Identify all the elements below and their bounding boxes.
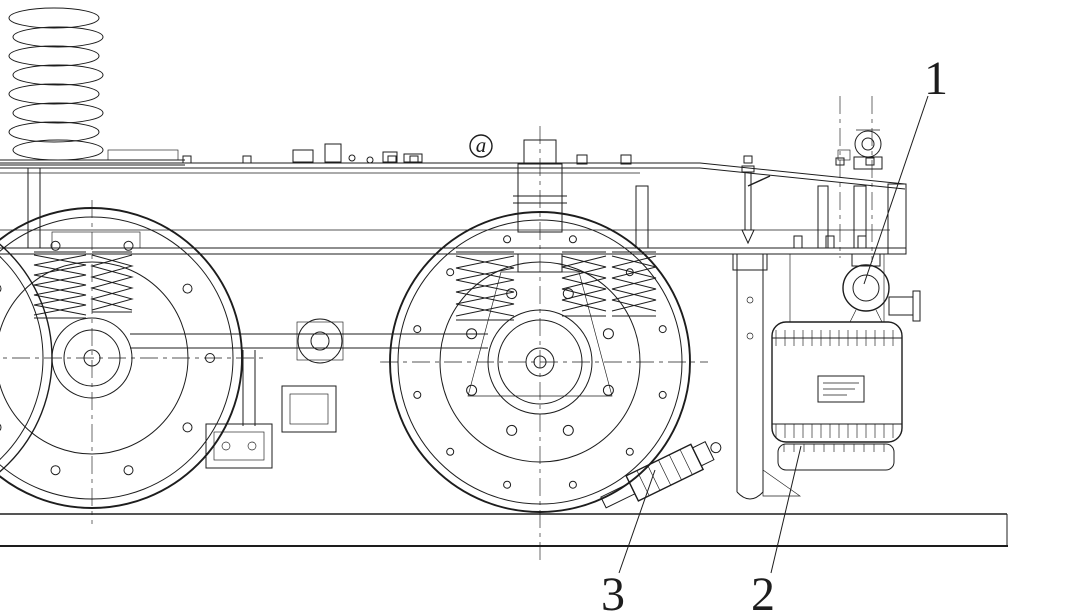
pipe-elbow-fitting xyxy=(842,253,921,323)
detail-marker-label: a xyxy=(476,133,487,157)
spring-middle-right-b xyxy=(611,251,657,317)
bogie-frame xyxy=(0,167,907,255)
leader-line-1 xyxy=(863,95,929,285)
rail-ground xyxy=(0,513,1008,547)
suspension-springs xyxy=(33,251,657,321)
spring-left-outer xyxy=(33,251,87,319)
support-channel xyxy=(732,253,802,500)
air-reservoir-tank xyxy=(771,254,903,471)
detail-marker-circle xyxy=(469,134,493,158)
spring-middle-right-a xyxy=(561,251,607,317)
top-valve-assembly xyxy=(837,96,883,262)
spring-middle-left xyxy=(455,251,515,321)
middle-wheel xyxy=(380,126,708,560)
callout-1-label: 1 xyxy=(924,52,948,105)
leader-line-3 xyxy=(618,469,656,574)
callout-2-label: 2 xyxy=(751,568,775,614)
center-pivot-pedestal xyxy=(467,139,613,397)
callout-leaders xyxy=(618,95,929,574)
middle-wheel-rim-bolts xyxy=(413,235,667,489)
detail-marker-a: a xyxy=(469,133,493,158)
brake-cylinder xyxy=(600,441,722,509)
spring-left-inner xyxy=(90,251,134,313)
left-wheel xyxy=(0,200,268,524)
helical-spring xyxy=(0,7,185,166)
leader-line-2 xyxy=(770,445,802,574)
traction-rod-assembly xyxy=(130,318,488,469)
top-handrail-piping xyxy=(0,143,906,190)
left-wheel-bolt-ring xyxy=(0,240,215,476)
middle-wheel-hub-bolts xyxy=(466,288,614,436)
pipe-valve-cluster xyxy=(292,143,423,164)
tank-name-plate xyxy=(817,375,865,403)
drain-pipe-valve xyxy=(741,165,771,245)
callout-3-label: 3 xyxy=(601,568,625,614)
